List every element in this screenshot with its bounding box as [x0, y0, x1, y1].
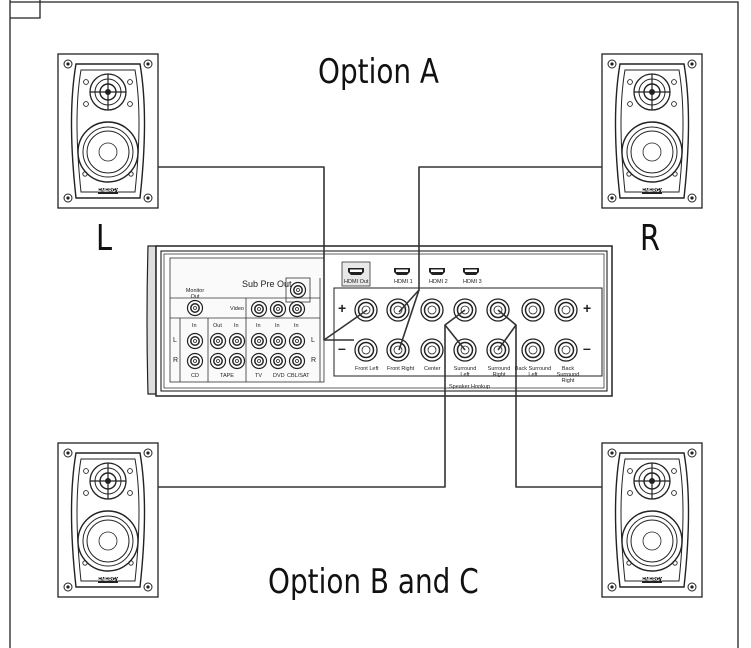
speaker-front-left — [57, 53, 159, 209]
speaker-surround-right — [601, 442, 703, 598]
terminal-surround-right-label: Surround Right — [487, 366, 511, 378]
tv-in-r-jack — [250, 352, 268, 370]
hdmi-out-port — [348, 268, 364, 275]
binding-post-back-surround-right-minus — [554, 338, 578, 362]
hdmi-3-port — [463, 268, 479, 275]
input-l-label: L — [173, 337, 177, 344]
right-channel-label: R — [640, 218, 661, 259]
wire-surround-right-b — [497, 324, 517, 351]
cd-in-label: In — [192, 323, 197, 329]
binding-post-front-right-plus — [386, 298, 410, 322]
wire-front-left-b — [323, 309, 368, 341]
sub-pre-out-jack — [289, 281, 307, 299]
cblsat-in-label: In — [294, 323, 299, 329]
cd-in-l-jack — [186, 332, 204, 350]
speaker-logo-sr: ENERGY — [642, 577, 664, 583]
speaker-hookup-label: Speaker Hookup — [449, 384, 490, 390]
tape-out-r-jack — [209, 352, 227, 370]
speaker-front-right — [601, 53, 703, 209]
terminal-front-right-label: Front Right — [387, 366, 415, 372]
plus-left-sign: + — [338, 300, 347, 316]
wire-front-right-b — [398, 289, 420, 351]
input-r-label: R — [173, 357, 179, 364]
wire-surround-right-a — [497, 309, 602, 488]
sub-pre-out-label: Sub Pre Out — [242, 279, 292, 289]
terminal-back-surround-right-label: Back Surround Right — [556, 366, 580, 384]
hdmi-1-label: HDMI 1 — [394, 279, 413, 285]
hdmi-out-label: HDMI Out — [344, 279, 369, 285]
dvd-label: DVD — [273, 373, 285, 379]
terminal-back-surround-left-label: Back Surround Left — [514, 366, 552, 378]
video-r-label: R — [311, 357, 317, 364]
binding-post-back-surround-left-plus — [521, 298, 545, 322]
minus-left-sign: – — [338, 340, 346, 356]
cd-label: CD — [191, 373, 199, 379]
binding-post-front-left-minus — [354, 338, 378, 362]
video-dvd-jack — [269, 300, 287, 318]
cd-in-r-jack — [186, 352, 204, 370]
border-frame — [9, 0, 739, 648]
tape-in-r-jack — [228, 352, 246, 370]
dvd-in-l-jack — [269, 332, 287, 350]
video-tv-jack — [250, 300, 268, 318]
tv-in-l-jack — [250, 332, 268, 350]
option-a-title: Option A — [318, 52, 439, 92]
terminal-center-label: Center — [424, 366, 441, 372]
video-cblsat-jack — [288, 300, 306, 318]
cblsat-in-r-jack — [288, 352, 306, 370]
monitor-out-label: Monitor Out — [185, 288, 205, 300]
speaker-logo-fr: ENERGY — [642, 188, 664, 194]
binding-post-front-right-minus — [386, 338, 410, 362]
tape-label: TAPE — [220, 373, 234, 379]
terminal-front-left-label: Front Left — [355, 366, 379, 372]
hdmi-2-label: HDMI 2 — [429, 279, 448, 285]
option-bc-title: Option B and C — [268, 562, 479, 602]
speaker-logo-sl: ENERGY — [98, 577, 120, 583]
tv-label: TV — [255, 373, 263, 379]
tape-out-l-jack — [209, 332, 227, 350]
tv-in-label: In — [256, 323, 261, 329]
minus-right-sign: – — [583, 340, 591, 356]
video-label: Video — [230, 306, 244, 312]
cblsat-label: CBL/SAT — [287, 373, 310, 379]
speaker-wires — [158, 166, 602, 488]
terminal-surround-left-label: Surround Left — [453, 366, 477, 378]
hdmi-3-label: HDMI 3 — [463, 279, 482, 285]
binding-post-center-minus — [420, 338, 444, 362]
binding-post-back-surround-right-plus — [554, 298, 578, 322]
wire-front-left-a — [158, 166, 354, 341]
speaker-surround-left — [57, 442, 159, 598]
wire-surround-left-a — [158, 309, 466, 488]
speaker-logo-fl: ENERGY — [98, 188, 120, 194]
plus-right-sign: + — [583, 300, 592, 316]
cblsat-in-l-jack — [288, 332, 306, 350]
hdmi-1-port — [394, 268, 410, 275]
monitor-out-jack — [186, 299, 204, 317]
left-channel-label: L — [96, 218, 113, 259]
dvd-in-label: In — [275, 323, 280, 329]
video-l-label: L — [311, 337, 315, 344]
tape-out-label: Out — [213, 323, 222, 329]
tape-in-label: In — [234, 323, 239, 329]
binding-post-center-plus — [420, 298, 444, 322]
tape-in-l-jack — [228, 332, 246, 350]
hdmi-2-port — [429, 268, 445, 275]
dvd-in-r-jack — [269, 352, 287, 370]
binding-post-back-surround-left-minus — [521, 338, 545, 362]
wire-front-right-a — [398, 166, 602, 313]
wire-surround-left-b — [444, 324, 466, 351]
